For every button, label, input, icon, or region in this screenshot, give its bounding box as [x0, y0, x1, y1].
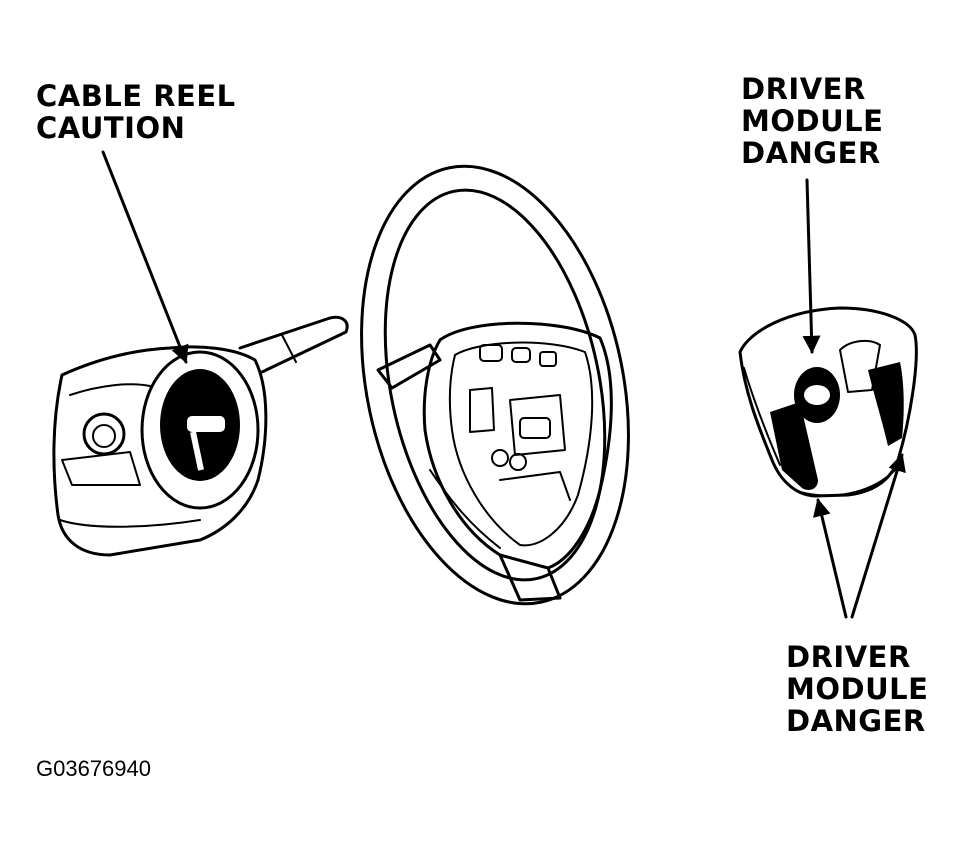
cable-reel-caution-label: CABLE REEL CAUTION — [36, 79, 236, 145]
driver-module-bottom-line-1: DRIVER — [786, 640, 911, 674]
danger-label-left — [770, 402, 818, 490]
driver-module-danger-label-top: DRIVER MODULE DANGER — [741, 72, 883, 170]
cable-reel-label-line-2: CAUTION — [36, 111, 185, 145]
danger-label-right — [868, 362, 904, 446]
steering-column-housing — [52, 315, 349, 557]
cable-reel-label-line-1: CABLE REEL — [36, 79, 236, 113]
driver-module-top-line-3: DANGER — [741, 136, 881, 170]
steering-wheel — [360, 164, 630, 606]
driver-module-danger-label-bottom: DRIVER MODULE DANGER — [786, 640, 928, 738]
cable-reel-arrow — [101, 150, 189, 364]
driver-module — [738, 306, 918, 498]
driver-module-bottom-arrow-right — [850, 453, 906, 619]
driver-module-bottom-line-3: DANGER — [786, 704, 926, 738]
driver-module-top-arrow — [802, 178, 821, 354]
driver-module-bottom-line-2: MODULE — [786, 672, 928, 706]
driver-module-bottom-arrow-left — [813, 498, 848, 619]
figure-code: G03676940 — [36, 756, 151, 781]
driver-module-top-line-2: MODULE — [741, 104, 883, 138]
driver-module-top-line-1: DRIVER — [741, 72, 866, 106]
